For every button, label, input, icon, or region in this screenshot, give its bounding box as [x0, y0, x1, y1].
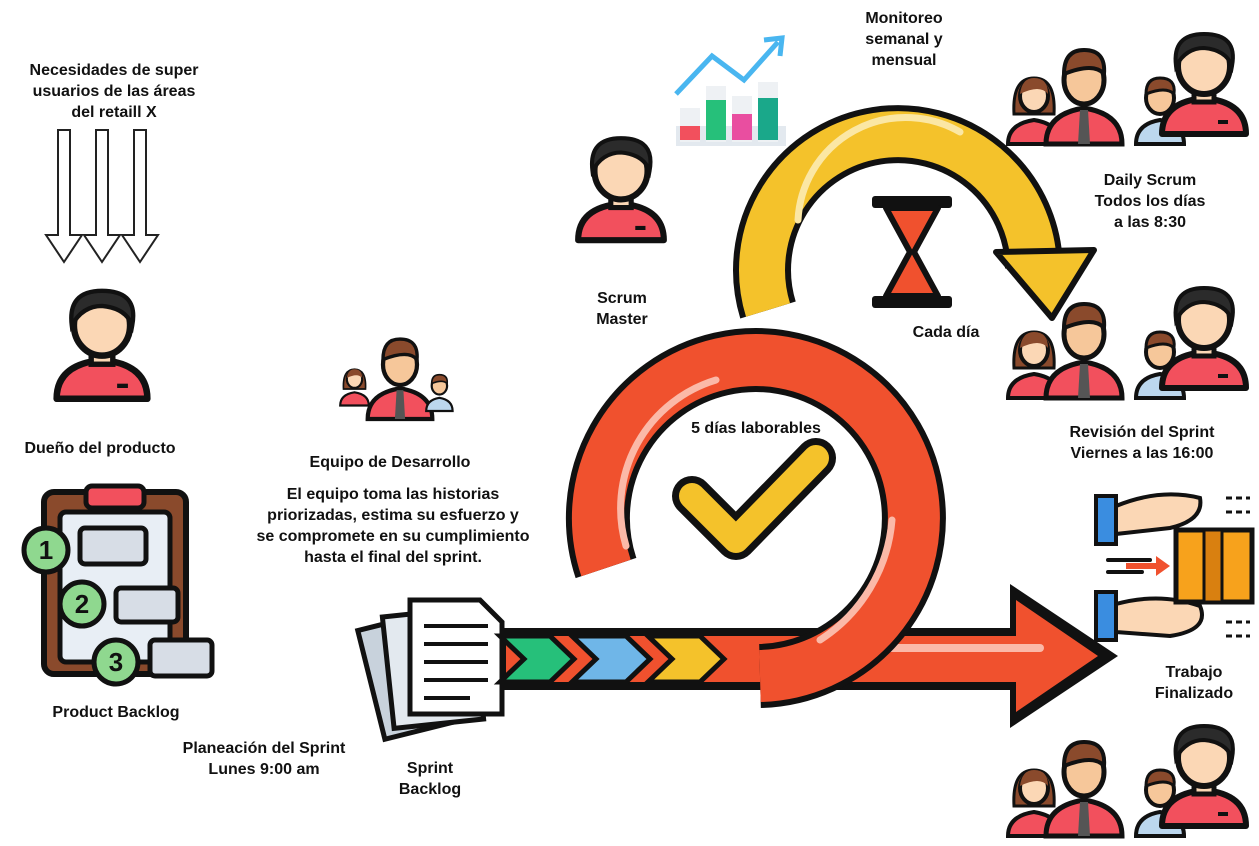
dev-team-line: El equipo toma las historias: [286, 486, 500, 503]
check-icon: [672, 438, 836, 560]
daily-scrum-team-icon: [1008, 34, 1246, 144]
scrum-master-avatar: [578, 138, 664, 240]
finished-work-label: Trabajo Finalizado: [1134, 662, 1254, 704]
scrum-master-label: Scrum Master: [580, 288, 664, 330]
dev-team-icon: [339, 339, 454, 419]
sprint-cycle-label: 5 días laborables: [676, 418, 836, 439]
sprint-backlog-line: Sprint: [406, 760, 454, 777]
sprint-cycle-text: 5 días laborables: [691, 420, 821, 437]
planning-line: Planeación del Sprint: [182, 740, 346, 757]
needs-arrows: [44, 129, 160, 264]
sprint-review-line: Revisión del Sprint: [1069, 424, 1215, 441]
daily-scrum-line: Daily Scrum: [1103, 172, 1197, 189]
finished-work-line: Finalizado: [1154, 685, 1234, 702]
sprint-review-label: Revisión del Sprint Viernes a las 16:00: [1044, 422, 1240, 464]
backlog-item-3: 3: [108, 647, 124, 677]
daily-cycle-text: Cada día: [912, 324, 980, 341]
product-backlog-label: Product Backlog: [28, 702, 204, 723]
product-backlog-text: Product Backlog: [52, 704, 180, 721]
dev-team-description: El equipo toma las historias priorizadas…: [226, 484, 560, 568]
sprint-backlog-label: Sprint Backlog: [390, 758, 470, 800]
dev-team-line: hasta el final del sprint.: [304, 549, 482, 566]
dev-team-title-text: Equipo de Desarrollo: [309, 454, 471, 471]
product-owner-text: Dueño del producto: [24, 440, 176, 457]
daily-cycle-loop: [733, 105, 1097, 321]
daily-scrum-line: Todos los días: [1094, 193, 1206, 210]
sprint-backlog-icon: [354, 597, 505, 743]
finished-work-team-icon: [1008, 726, 1246, 836]
needs-line: Necesidades de super: [29, 62, 199, 79]
finished-work-line: Trabajo: [1165, 664, 1223, 681]
planning-label: Planeación del Sprint Lunes 9:00 am: [160, 738, 368, 780]
planning-line: Lunes 9:00 am: [208, 761, 320, 778]
daily-scrum-line: a las 8:30: [1113, 214, 1187, 231]
hourglass-icon: [872, 196, 952, 308]
monitoring-line: mensual: [871, 52, 937, 69]
needs-label: Necesidades de super usuarios de las áre…: [8, 60, 220, 123]
product-owner-avatar: [57, 291, 148, 399]
product-backlog-icon: [21, 483, 215, 687]
product-owner-label: Dueño del producto: [0, 438, 200, 459]
dev-team-line: priorizadas, estima su esfuerzo y: [267, 507, 519, 524]
scrum-master-line: Scrum: [597, 290, 647, 307]
sprint-review-line: Viernes a las 16:00: [1070, 445, 1214, 462]
monitoring-label: Monitoreo semanal y mensual: [846, 8, 962, 71]
daily-cycle-label: Cada día: [898, 322, 994, 343]
sprint-cycle-loop: [565, 328, 946, 708]
dev-team-title: Equipo de Desarrollo: [290, 452, 490, 473]
monitoring-line: Monitoreo: [865, 10, 943, 27]
sprint-backlog-line: Backlog: [398, 781, 462, 798]
delivery-icon: [1094, 492, 1255, 642]
needs-line: usuarios de las áreas: [32, 83, 196, 100]
monitoring-chart-icon: [674, 35, 786, 146]
daily-scrum-label: Daily Scrum Todos los días a las 8:30: [1080, 170, 1220, 233]
needs-line: del retaill X: [71, 104, 157, 121]
backlog-item-1: 1: [38, 535, 54, 565]
monitoring-line: semanal y: [865, 31, 943, 48]
dev-team-line: se compromete en su cumplimiento: [256, 528, 530, 545]
backlog-item-2: 2: [74, 589, 90, 619]
scrum-master-line: Master: [596, 311, 648, 328]
